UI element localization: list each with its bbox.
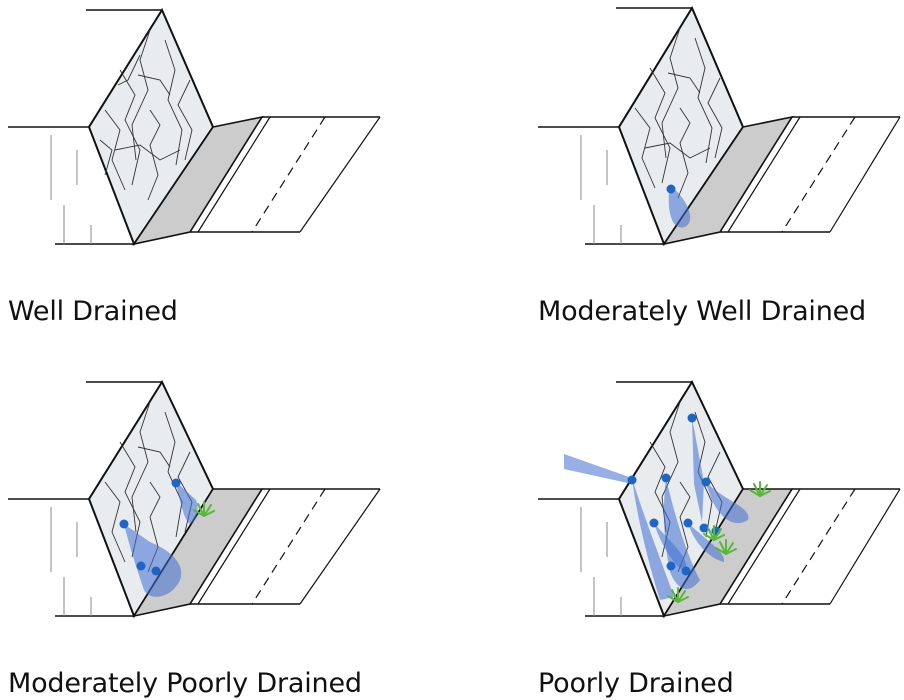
seep-point (661, 473, 671, 483)
seep-point (151, 566, 161, 576)
seep-point (666, 184, 676, 194)
road-cut-diagram (538, 5, 901, 247)
caption-moderately-poorly-drained: Moderately Poorly Drained (8, 668, 362, 699)
road-cut-outline (8, 7, 381, 247)
road-cut-diagram (8, 379, 381, 619)
seep-point (683, 518, 693, 528)
caption-moderately-well-drained: Moderately Well Drained (538, 296, 866, 327)
fractures (634, 27, 723, 199)
center-line (781, 488, 856, 605)
seepage (119, 478, 198, 597)
seep-point (687, 413, 697, 423)
seep-point (666, 561, 676, 571)
seep-point (681, 566, 691, 576)
caption-well-drained: Well Drained (8, 296, 178, 327)
grass-icon (667, 481, 771, 603)
seep-point (649, 518, 659, 528)
seep-point (119, 519, 129, 529)
seepage (564, 418, 749, 600)
seep-point (701, 477, 711, 487)
caption-poorly-drained: Poorly Drained (538, 668, 734, 699)
road-cut-outline (538, 5, 901, 247)
road-cut-diagram (8, 7, 381, 247)
seep-point (136, 561, 146, 571)
seep-point (171, 478, 181, 488)
road-cut-diagram (538, 379, 901, 619)
center-line (251, 488, 326, 605)
seep-point (699, 523, 709, 533)
fractures (99, 29, 193, 201)
center-line (251, 116, 326, 233)
seep-points (627, 413, 721, 576)
seep-point (627, 475, 637, 485)
seepage (666, 184, 691, 228)
center-line (781, 116, 856, 233)
grass-icon (193, 501, 215, 517)
